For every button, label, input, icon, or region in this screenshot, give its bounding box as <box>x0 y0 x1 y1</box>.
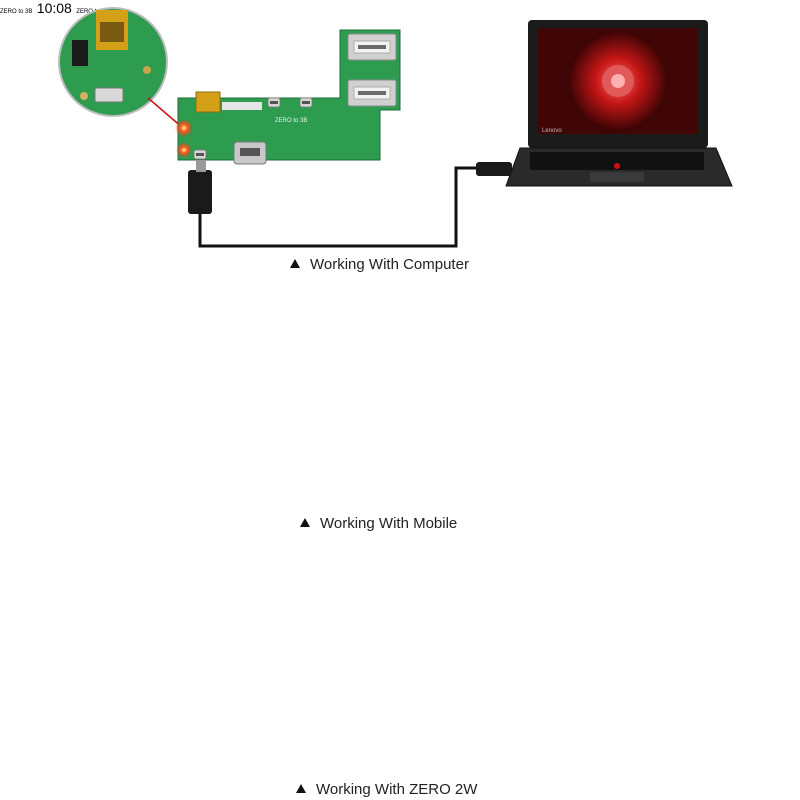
board-label: ZERO to 3B <box>0 9 33 15</box>
laptop-brand: Lenovo <box>542 128 562 134</box>
caption-zero2w: Working With ZERO 2W <box>296 781 477 798</box>
pointer-line: ZERO to 3B 10:08 <box>0 0 76 17</box>
phone-clock: 10:08 <box>36 0 72 16</box>
led-orange <box>176 142 192 158</box>
adapter-board: ZERO to 3B <box>175 29 401 165</box>
triangle-up-icon <box>296 784 306 793</box>
triangle-up-icon <box>290 259 300 268</box>
earth-wallpaper: 10:08 <box>37 0 77 17</box>
triangle-up-icon <box>300 518 310 527</box>
adapter-board: ZERO to 3B <box>0 0 37 17</box>
caption-computer: Working With Computer <box>290 256 469 273</box>
laptop: Lenovo <box>505 20 733 187</box>
panel-computer: ZERO to 3B Lenovo <box>58 7 733 248</box>
smartphone: 10:08 <box>37 0 77 17</box>
board-label: ZERO to 3B <box>275 118 307 124</box>
zoom-circle <box>58 7 168 117</box>
usb-cable <box>188 160 512 248</box>
caption-mobile: Working With Mobile <box>300 515 457 532</box>
led-red <box>175 119 193 137</box>
panel-mobile: ZERO to 3B 10:08 <box>0 0 76 17</box>
